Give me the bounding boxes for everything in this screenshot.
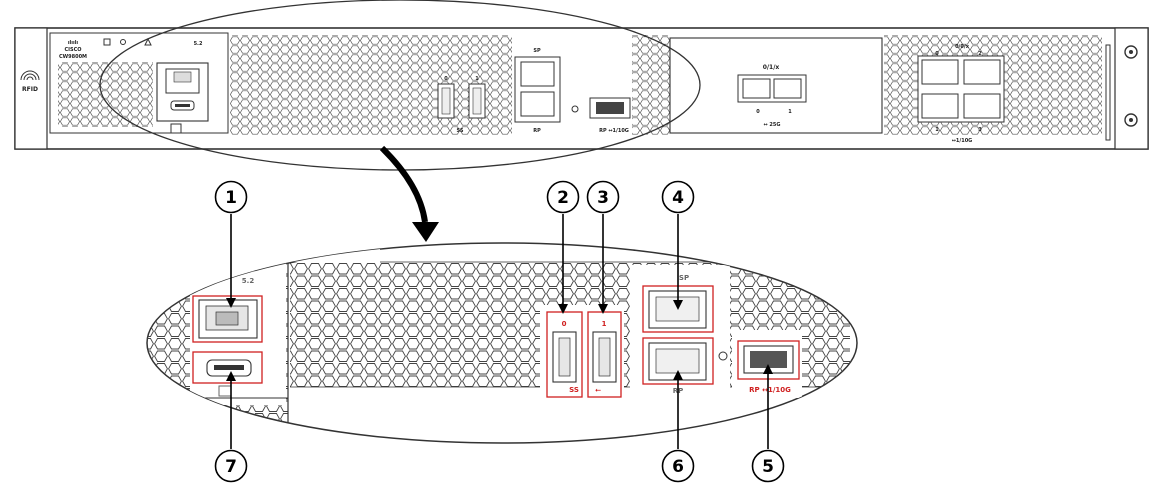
callout-4-number: 4 xyxy=(672,188,684,208)
zoom-reset-pinhole xyxy=(718,351,728,361)
zoom-view: 5.2 0 1 SS ⭠ SP RP RP xyxy=(146,242,858,444)
callout-3-number: 3 xyxy=(597,188,609,208)
reset-pinhole xyxy=(571,105,579,113)
rp-port[interactable] xyxy=(520,91,555,117)
zoom-usb-0-label: 0 xyxy=(562,320,567,328)
right-mounting-ear xyxy=(1114,27,1149,150)
left-mounting-ear xyxy=(14,27,48,150)
svg-text:3: 3 xyxy=(978,127,982,133)
callout-6: 6 xyxy=(661,370,695,483)
mgmt-vent xyxy=(58,62,153,127)
rfid-icon xyxy=(20,70,40,81)
version-label: 5.2 xyxy=(194,41,203,47)
handle-slot xyxy=(1105,44,1111,141)
callout-1: 1 xyxy=(214,180,248,308)
zoom-sp-label: SP xyxy=(679,274,689,282)
callout-7-number: 7 xyxy=(225,457,237,477)
module-port-1-label: 1 xyxy=(788,109,792,115)
ear-screw-bottom xyxy=(1124,113,1138,127)
sp-label: SP xyxy=(533,48,541,54)
usb-1-label: 1 xyxy=(475,76,479,82)
sfp-port-1[interactable] xyxy=(921,93,959,119)
usb-0-label: 0 xyxy=(444,76,448,82)
right-ports-title: 0/0/x xyxy=(955,44,970,50)
callout-5: 5 xyxy=(751,364,785,483)
module-title: 0/1/x xyxy=(763,64,780,71)
callout-5-number: 5 xyxy=(762,457,774,477)
cisco-glyph: ılıılı xyxy=(68,40,79,46)
callout-3: 3 xyxy=(586,180,620,314)
rp-sfp-label: RP ↔1/10G xyxy=(599,128,629,134)
callout-1-number: 1 xyxy=(225,188,237,208)
sp-port[interactable] xyxy=(520,61,555,87)
svg-text:2: 2 xyxy=(978,51,982,57)
zoom-usb-1-label: 1 xyxy=(602,320,607,328)
usb-trident-icon: ⭠ xyxy=(595,386,601,394)
svg-text:1: 1 xyxy=(935,127,939,133)
sfp-port-0[interactable] xyxy=(921,59,959,85)
right-speed-label: ↔1/10G xyxy=(952,138,973,144)
ear-screw-top xyxy=(1124,45,1138,59)
system-led-icon xyxy=(120,39,126,45)
usb-ss-label: SS xyxy=(457,128,464,134)
sfp-port-2[interactable] xyxy=(963,59,1001,85)
callout-7: 7 xyxy=(214,371,248,483)
status-led-icon xyxy=(103,38,111,46)
middle-vent xyxy=(230,35,512,135)
highlight-micro-usb xyxy=(192,351,263,384)
callout-6-number: 6 xyxy=(672,457,684,477)
module-speed-label: ↔ 25G xyxy=(764,122,781,128)
cisco-brand: CISCO xyxy=(64,47,81,53)
callout-4: 4 xyxy=(661,180,695,310)
alarm-led-icon xyxy=(144,37,152,46)
svg-text:0: 0 xyxy=(935,51,939,57)
callout-2-number: 2 xyxy=(557,188,569,208)
module-port-1[interactable] xyxy=(773,78,802,99)
chassis-front-panel: RFID ılıılı CISCO CW9800M 5.2 0 1 SS SP … xyxy=(14,27,1149,150)
callout-2: 2 xyxy=(546,180,580,314)
rp-label: RP xyxy=(533,128,541,134)
rfid-label: RFID xyxy=(22,86,38,93)
console-icon xyxy=(170,123,182,134)
zoom-version-label: 5.2 xyxy=(242,277,255,285)
model-label: CW9800M xyxy=(59,54,87,60)
module-port-0-label: 0 xyxy=(756,109,760,115)
highlight-usb-0 xyxy=(546,311,583,398)
highlight-rj45-console xyxy=(192,295,263,343)
zoom-usb-ss-label: SS xyxy=(569,386,579,394)
zoom-rp-sfp-label: RP ↔1/10G xyxy=(749,386,791,394)
zoom-arrow-icon xyxy=(379,145,439,242)
sfp-port-3[interactable] xyxy=(963,93,1001,119)
highlight-usb-1 xyxy=(587,311,622,398)
module-port-0[interactable] xyxy=(742,78,771,99)
